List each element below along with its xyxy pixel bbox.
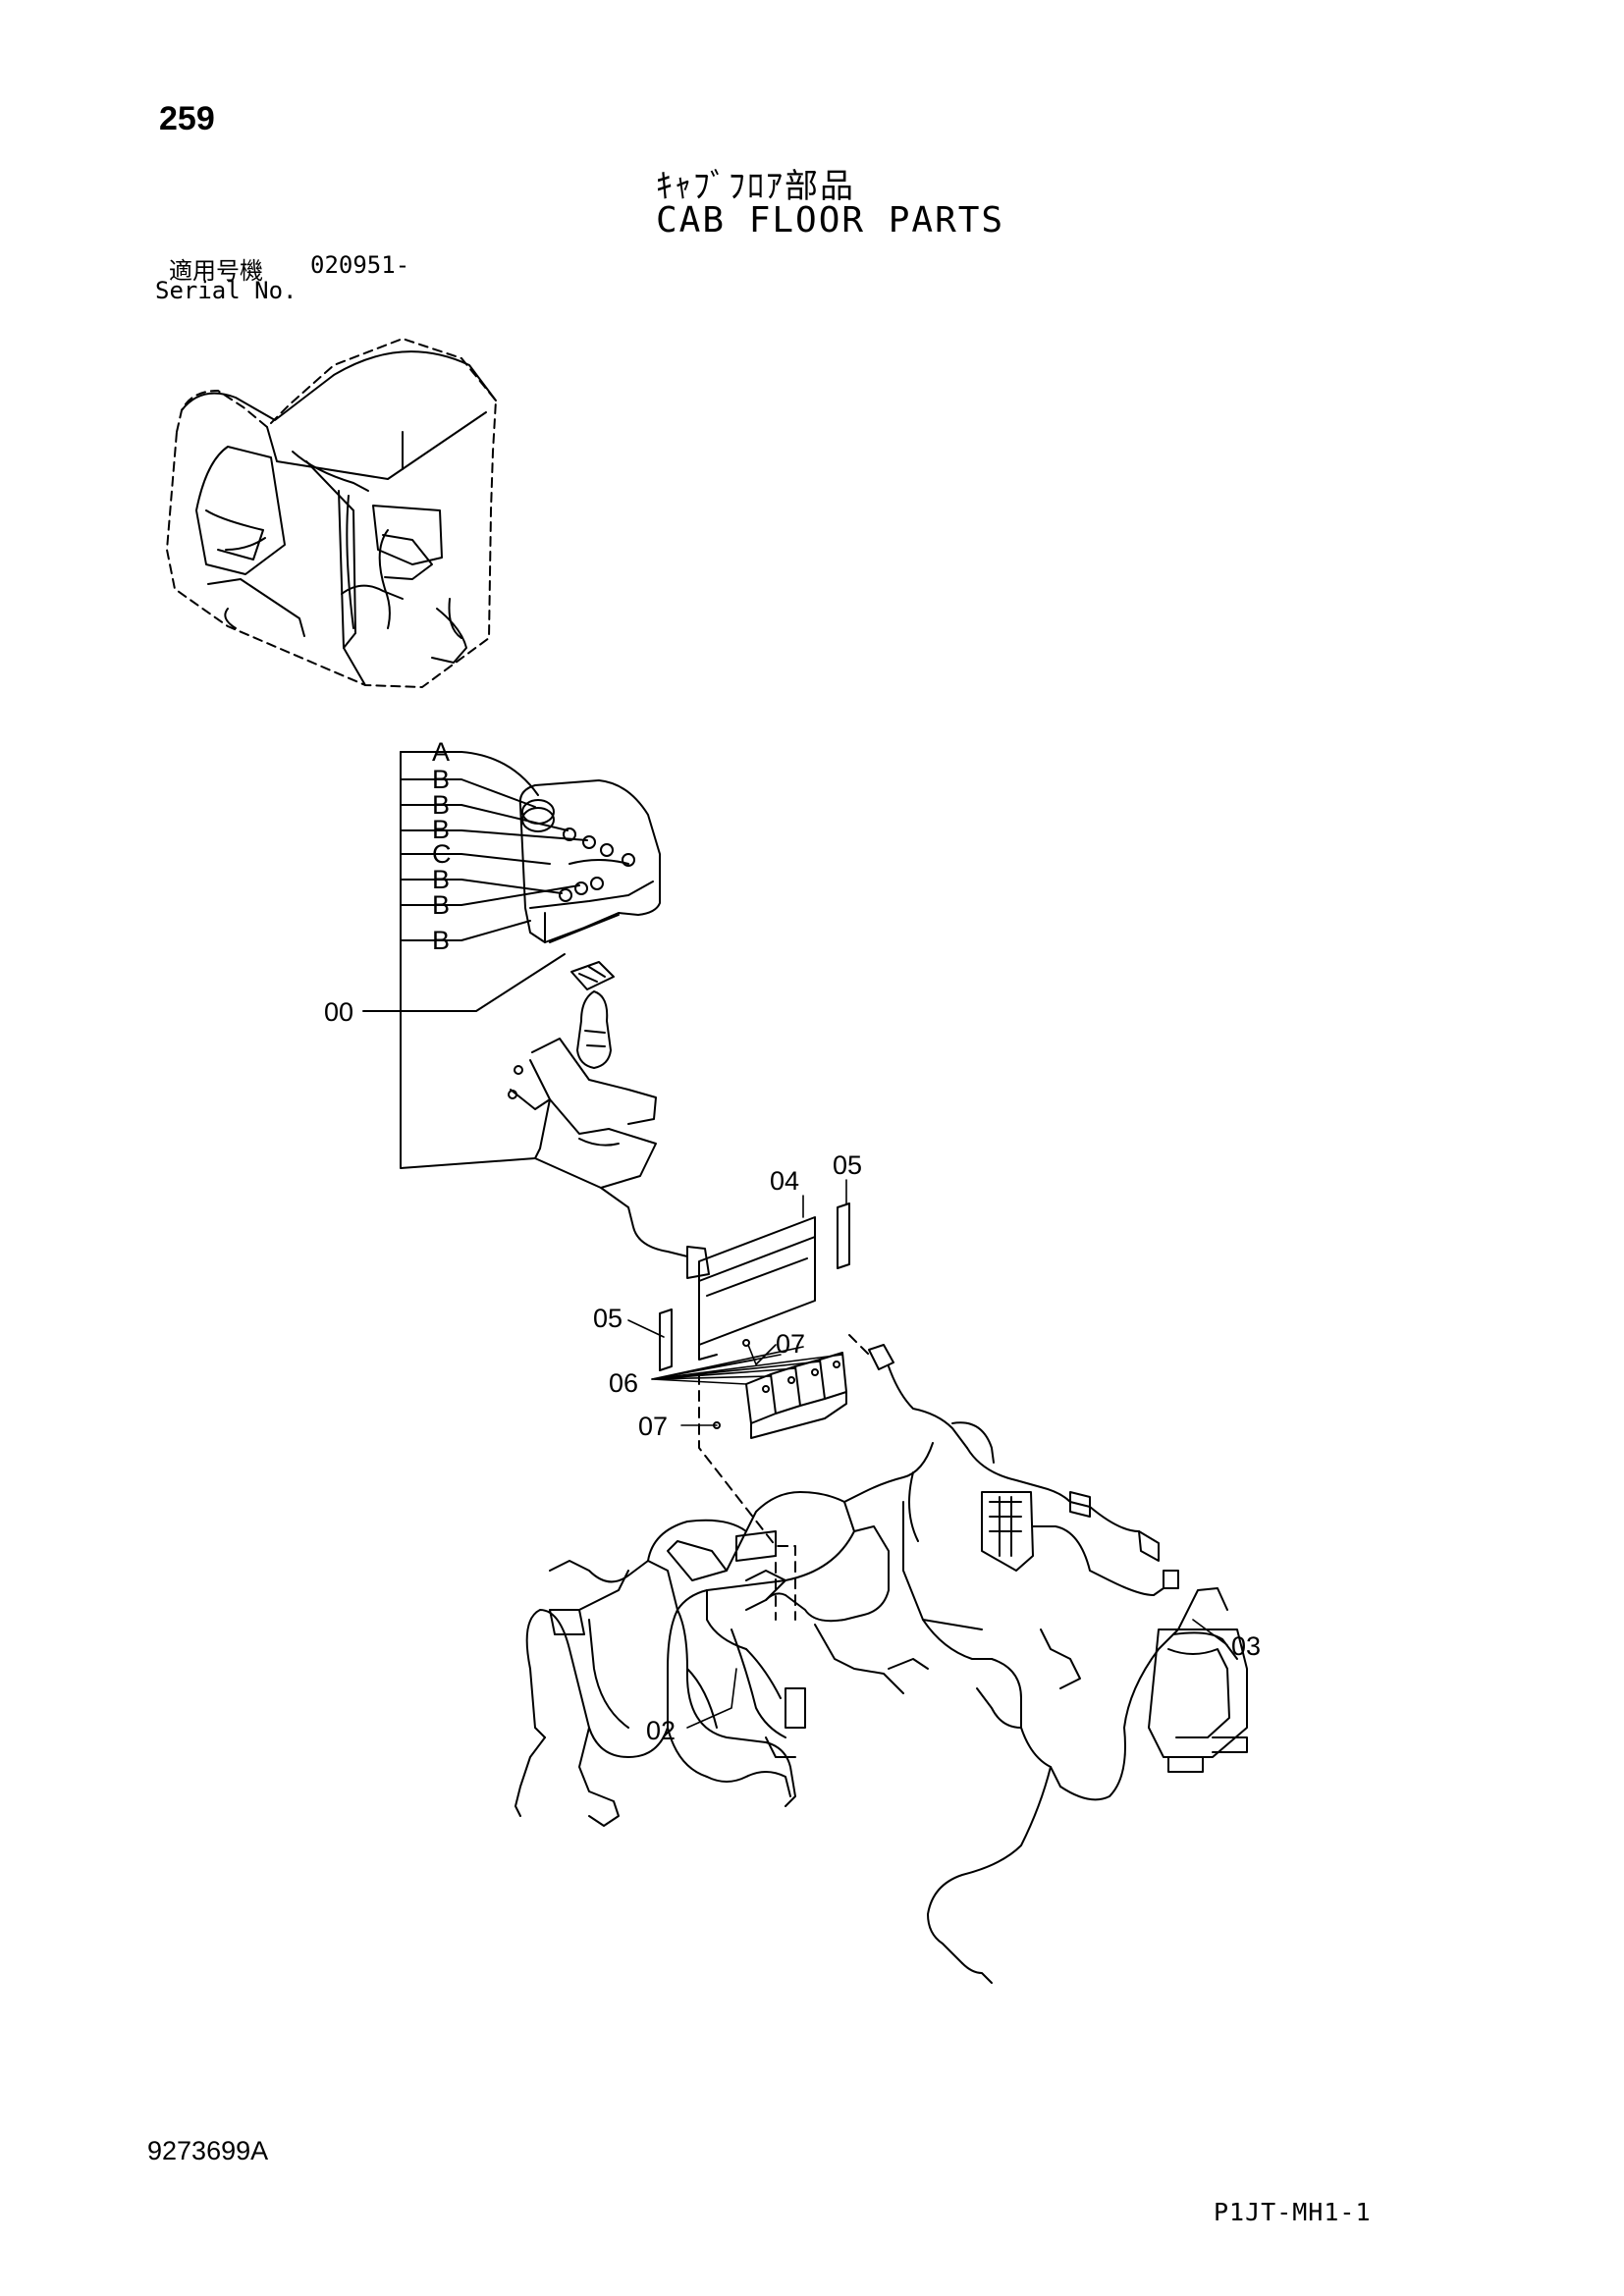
callout-b5: B (432, 890, 450, 920)
callout-04: 04 (770, 1166, 799, 1196)
callout-bracket (362, 751, 588, 1169)
callout-b1: B (432, 765, 450, 794)
serial-number-value: 020951- (310, 251, 410, 279)
title-japanese: ｷｬﾌﾞﾌﾛｱ部品 (656, 167, 855, 206)
document-number: 9273699A (147, 2136, 269, 2165)
callout-03: 03 (1231, 1631, 1261, 1661)
callout-b2: B (432, 790, 450, 820)
callout-07-lower: 07 (638, 1412, 668, 1441)
alignment-lines (698, 1334, 870, 1621)
callout-05-right: 05 (833, 1150, 862, 1180)
key-switch-assembly (508, 961, 710, 1279)
callout-a: A (432, 737, 450, 767)
callout-b4: B (432, 865, 450, 894)
serial-label-japanese: 適用号機 (169, 257, 263, 285)
callout-05-left: 05 (593, 1304, 623, 1333)
callout-leaders (627, 1179, 1228, 1729)
switch-panel (518, 779, 661, 943)
callout-b3: B (432, 815, 450, 844)
callout-07-upper: 07 (776, 1329, 805, 1359)
callout-c: C (432, 839, 452, 869)
bracket-plate (659, 1202, 850, 1371)
cab-overview (166, 338, 497, 688)
page-number: 259 (159, 100, 215, 137)
serial-label-english: Serial No. (155, 277, 298, 304)
callout-02: 02 (646, 1716, 676, 1745)
page-code: P1JT-MH1-1 (1214, 2198, 1372, 2226)
title-english: CAB FLOOR PARTS (656, 200, 1005, 240)
callout-labels: A B B B C B B B 00 04 05 05 07 06 07 03 … (324, 737, 1261, 1745)
callout-b6: B (432, 926, 450, 955)
callout-00: 00 (324, 997, 353, 1027)
wiring-harness (514, 1344, 1248, 1984)
callout-06: 06 (609, 1368, 638, 1398)
